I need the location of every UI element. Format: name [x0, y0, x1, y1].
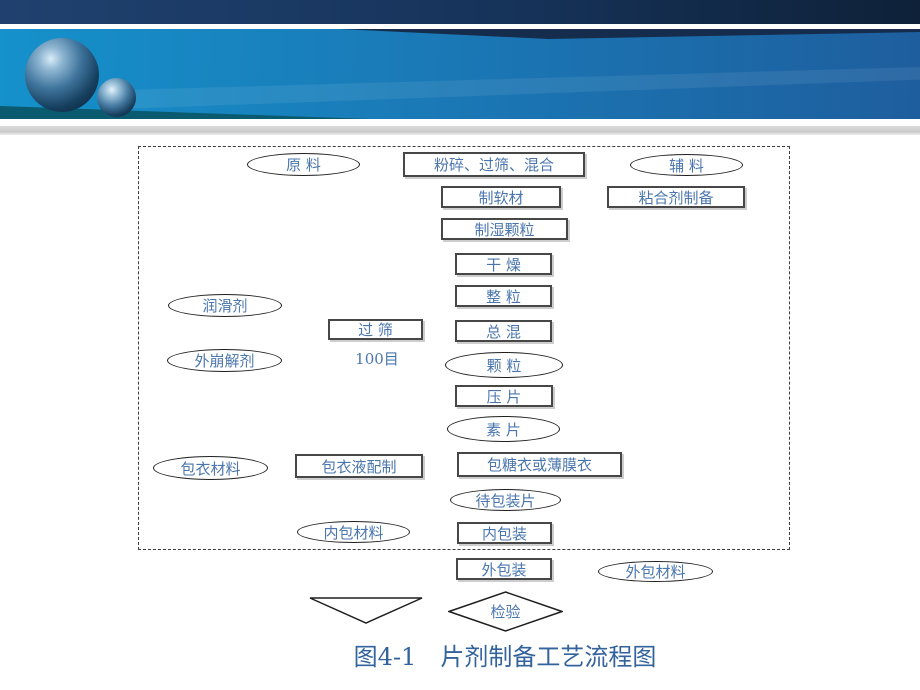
flow-node-coating-material: 包衣材料	[153, 456, 268, 480]
flow-node-tablets-to-pack: 待包装片	[450, 489, 561, 511]
flow-node-outer-pack-material: 外包材料	[598, 561, 713, 582]
flow-node-granules: 颗 粒	[445, 352, 563, 378]
flow-node-make-soft-mass: 制软材	[441, 186, 561, 208]
flow-node-inner-pack-material: 内包材料	[297, 521, 410, 543]
logo-sphere-large-icon	[25, 38, 99, 112]
flow-node-binder-prep: 粘合剂制备	[607, 186, 745, 208]
flow-node-wet-granulation: 制湿颗粒	[441, 218, 568, 240]
flow-node-drying: 干 燥	[455, 253, 552, 275]
header-top-bar	[0, 0, 920, 24]
flowchart-dashed-boundary	[138, 146, 790, 550]
header-band	[0, 29, 920, 119]
flow-node-excipients: 辅 料	[630, 154, 743, 176]
flow-node-raw-material: 原 料	[247, 153, 360, 176]
diamond-icon	[448, 591, 563, 632]
flow-node-inner-packaging: 内包装	[457, 522, 552, 544]
mesh-size-note: 100目	[355, 349, 399, 368]
header-highlight-streak	[120, 67, 920, 109]
flow-node-plain-tablet: 素 片	[447, 416, 560, 442]
flow-node-sugar-or-film-coat: 包糖衣或薄膜衣	[457, 452, 622, 477]
header-dark-wedge	[340, 29, 920, 39]
figure-caption: 图4-1 片剂制备工艺流程图	[353, 643, 657, 671]
triangle-marker	[309, 597, 423, 624]
flow-node-inspection: 检验	[448, 591, 563, 632]
inspection-label: 检验	[490, 603, 521, 621]
logo-sphere-small-icon	[97, 78, 136, 117]
flow-node-ext-disintegrant: 外崩解剂	[167, 349, 282, 372]
flow-node-lubricant: 润滑剂	[168, 294, 282, 317]
flow-node-sizing: 整 粒	[455, 285, 552, 307]
flow-node-crush-sieve-mix: 粉碎、过筛、混合	[403, 152, 585, 177]
flow-node-coating-solution: 包衣液配制	[295, 454, 423, 478]
header-gray-strip	[0, 126, 920, 135]
flow-node-final-blend: 总 混	[455, 320, 552, 342]
flow-node-outer-packaging: 外包装	[456, 558, 552, 580]
flow-node-sieving: 过 筛	[328, 319, 423, 340]
triangle-down-icon	[309, 597, 423, 624]
flow-node-compression: 压 片	[455, 385, 553, 407]
